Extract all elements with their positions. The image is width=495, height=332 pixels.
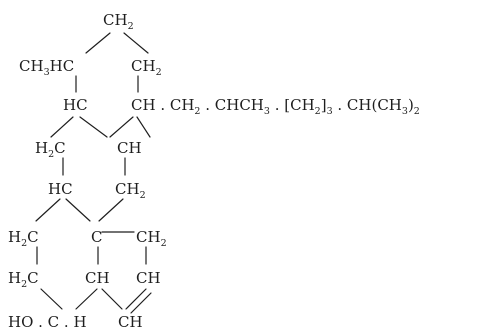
bond-ch3-chbottom [101, 288, 123, 310]
atom-ch2-ring2: CH2 [115, 180, 146, 201]
atom-ho-c-h: HO . C . H [8, 313, 87, 331]
atom-ch2-top: CH2 [103, 11, 134, 32]
atom-hc-ring1: HC [63, 96, 88, 114]
atom-ch-ring3-right: CH [136, 269, 161, 287]
bond-ch2top-ch2right [123, 32, 149, 54]
bond-hc2-h2c3a [35, 198, 61, 222]
atom-h2c-ring2: H2C [35, 139, 66, 160]
bond-hc2-cquat [65, 198, 91, 222]
bond-hc-h2c [50, 116, 74, 138]
bond-ch3-hoch [75, 288, 98, 310]
atom-ch2-right-top: CH2 [131, 57, 162, 78]
bond-chr3-chbottom-b [130, 292, 152, 314]
bond-hc-junction [79, 116, 108, 138]
atom-ch-bottom: CH [118, 313, 143, 331]
bond-ch2top-ch3hc [85, 32, 111, 54]
bond-ch-chring2 [136, 116, 151, 138]
bonds [35, 32, 152, 314]
atom-h2c-ring3a: H2C [8, 228, 39, 249]
atoms: CH2 CH3HC CH2 HC CH . CH2 . CHCH3 . [CH2… [8, 11, 420, 331]
bond-h2c3b-hoch [40, 288, 63, 310]
atom-h2c-ring3b: H2C [8, 269, 39, 290]
atom-ch-ring3: CH [85, 269, 110, 287]
atom-ch2-ring3: CH2 [136, 228, 167, 249]
bond-ch2-cquat [98, 198, 124, 222]
bond-ch-junction [109, 116, 134, 138]
atom-c-quaternary: C [91, 228, 102, 246]
atom-ch-ring2: CH [117, 139, 142, 157]
atom-hc-ring2: HC [48, 180, 73, 198]
atom-ch3hc: CH3HC [19, 57, 74, 78]
atom-side-chain: CH . CH2 . CHCH3 . [CH2]3 . CH(CH3)2 [131, 96, 420, 117]
bond-chr3-chbottom-a [125, 288, 147, 310]
